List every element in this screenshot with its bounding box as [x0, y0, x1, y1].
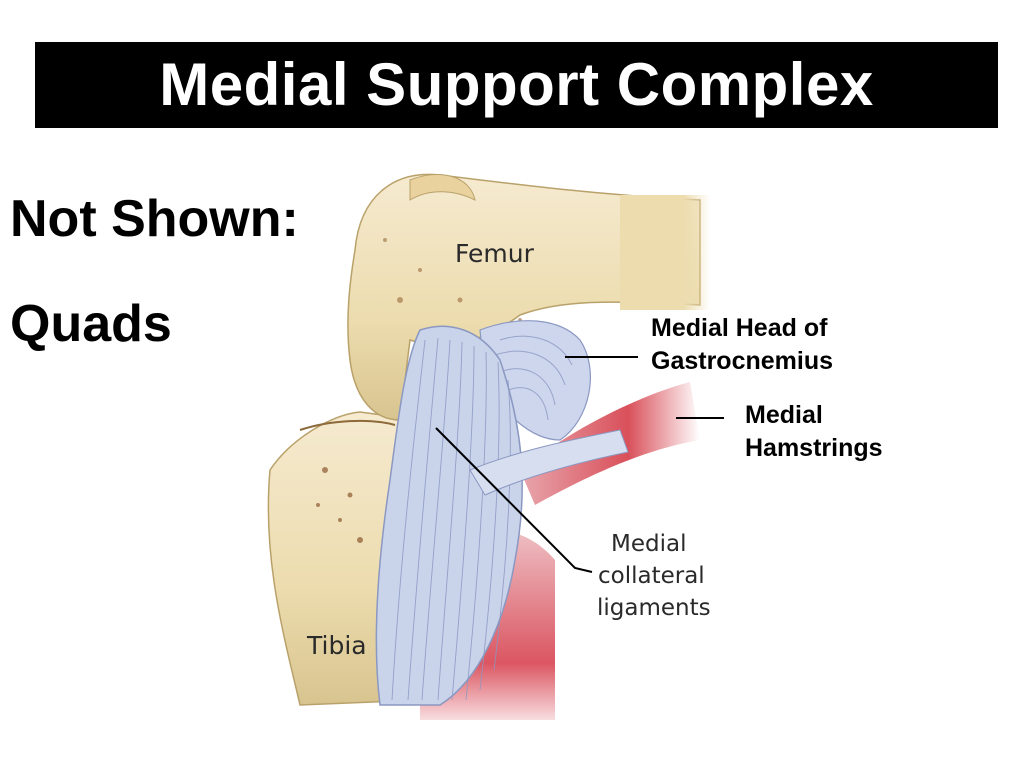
femur-label: Femur — [455, 239, 534, 268]
hamstrings-label-line2: Hamstrings — [745, 434, 883, 462]
tibia-label: Tibia — [307, 631, 367, 660]
gastrocnemius-label-line1: Medial Head of — [651, 314, 828, 342]
hamstrings-label-line1: Medial — [745, 401, 823, 429]
mcl-label-line1: Medial — [611, 531, 687, 557]
not-shown-label: Not Shown: — [10, 190, 299, 248]
gastrocnemius-label-line2: Gastrocnemius — [651, 347, 834, 375]
slide-title: Medial Support Complex — [159, 51, 874, 118]
mcl-pointer — [435, 427, 593, 573]
quads-label: Quads — [10, 295, 172, 353]
mcl-label-line2: collateral — [598, 563, 705, 589]
mcl-label-line3: ligaments — [597, 595, 711, 621]
title-bar: Medial Support Complex — [35, 42, 998, 128]
